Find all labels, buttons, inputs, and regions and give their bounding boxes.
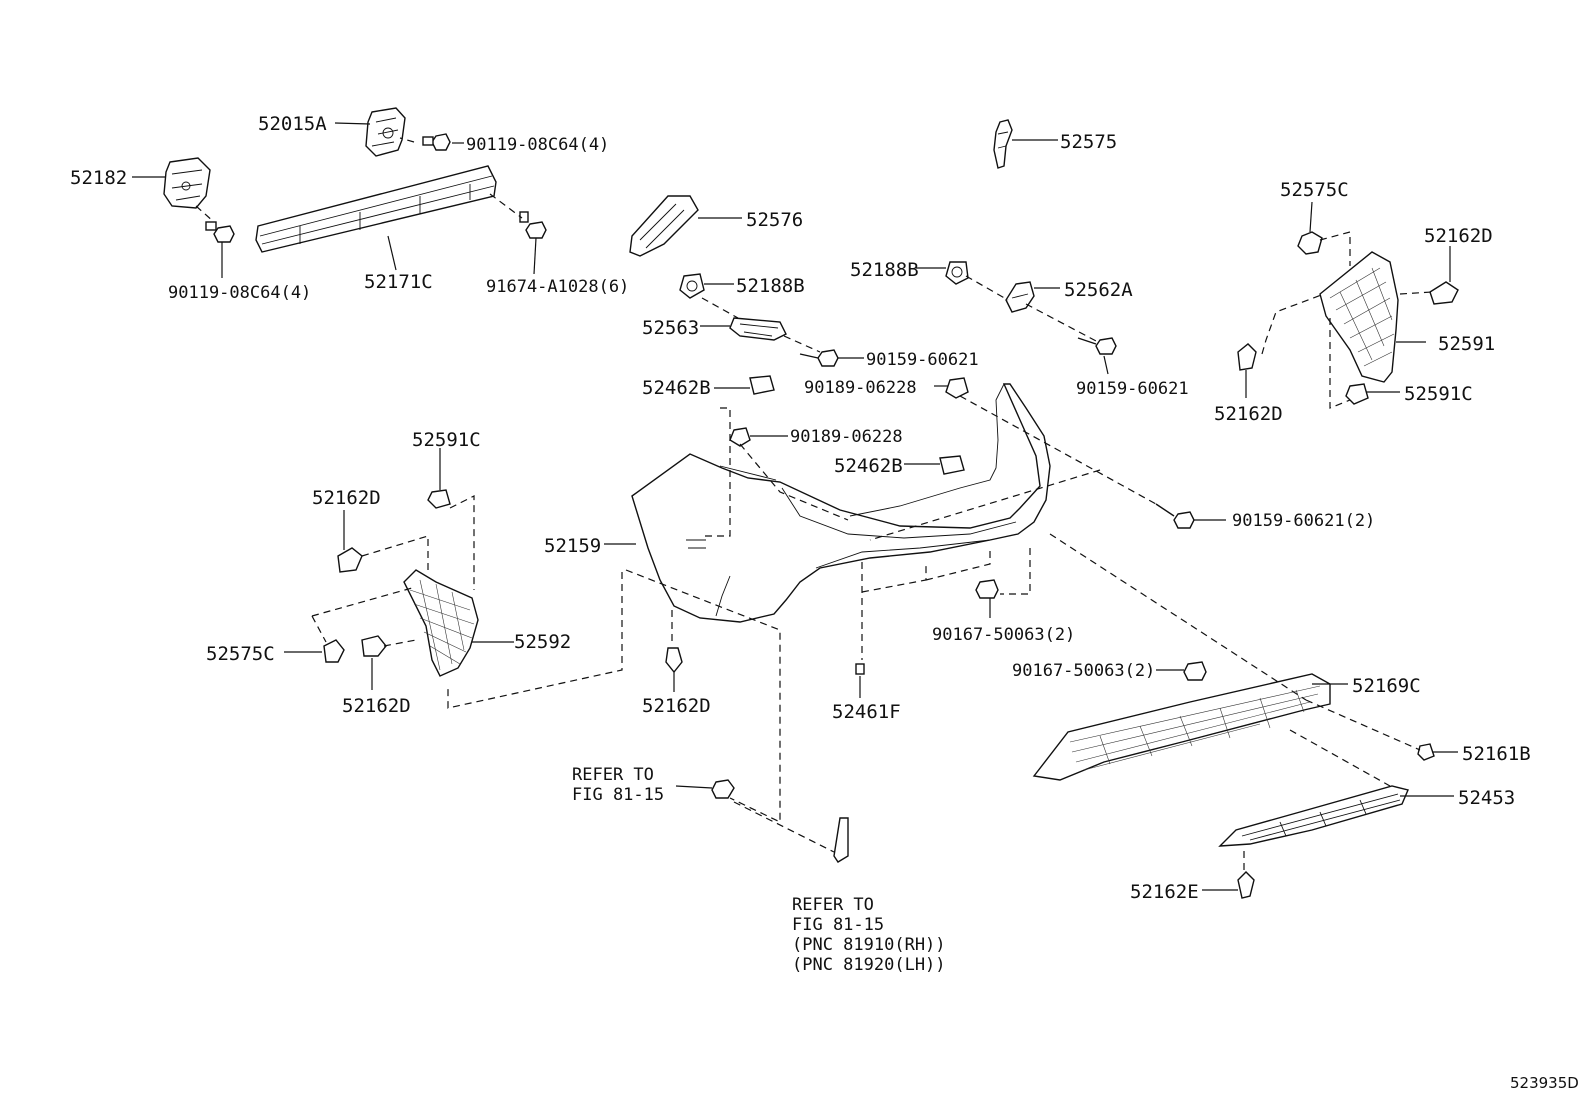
diagram-code: 523935D	[1510, 1074, 1579, 1092]
callout-52169C: 52169C	[1352, 675, 1421, 697]
callout-90119-top: 90119-08C64(4)	[466, 135, 609, 155]
callout-52162D-right1: 52162D	[1424, 225, 1493, 247]
callout-52171C: 52171C	[364, 271, 433, 293]
retainer-52591	[1319, 251, 1399, 383]
lower-cover-52453	[1218, 785, 1409, 847]
callout-52592: 52592	[514, 631, 571, 653]
refer-bottom-line1: REFER TO	[792, 895, 874, 915]
bumper-cover-52159	[631, 383, 1051, 623]
callout-52162D-center: 52162D	[642, 695, 711, 717]
reflector-part	[833, 817, 849, 863]
callout-52161B: 52161B	[1462, 743, 1531, 765]
clip-52162D-left1	[337, 547, 363, 573]
clip-52162E	[1237, 871, 1255, 899]
callout-52591C-left: 52591C	[412, 429, 481, 451]
callout-52563: 52563	[642, 317, 699, 339]
bracket-52182	[163, 157, 211, 209]
callout-52188B-left: 52188B	[736, 275, 805, 297]
callout-52162D-right2: 52162D	[1214, 403, 1283, 425]
callout-52188B-right: 52188B	[850, 259, 919, 281]
clip-52575C-right	[1297, 231, 1323, 255]
refer-bottom-line2: FIG 81-15	[792, 915, 884, 935]
clip-52161B	[1417, 743, 1435, 761]
clip-52162D-left2	[361, 635, 387, 657]
clip-52188B-left	[679, 273, 705, 299]
callout-52562A: 52562A	[1064, 279, 1133, 301]
callout-52575C-left: 52575C	[206, 643, 275, 665]
clip-90189-b	[729, 427, 751, 447]
callout-52182: 52182	[70, 167, 127, 189]
screw-90167-a	[975, 579, 999, 599]
callout-52575: 52575	[1060, 131, 1117, 153]
retainer-52576	[629, 195, 699, 257]
reinforcement-52171C	[255, 165, 497, 253]
callout-52575C-right: 52575C	[1280, 179, 1349, 201]
screw-90159-2	[1155, 503, 1195, 529]
clip-52188B-right	[945, 261, 969, 285]
clip-52575C-left	[323, 639, 345, 663]
retainer-52575	[993, 119, 1013, 169]
refer-left-line1: REFER TO	[572, 765, 654, 785]
pad-52462B-b	[939, 455, 965, 475]
refer-note-bottom: REFER TO FIG 81-15 (PNC 81910(RH)) (PNC …	[792, 895, 946, 975]
callout-52461F: 52461F	[832, 701, 901, 723]
bracket-52562A	[1005, 281, 1035, 313]
refer-bottom-line3: (PNC 81910(RH))	[792, 935, 946, 955]
clip-52162D-right2	[1237, 343, 1257, 371]
pad-52461F	[855, 663, 865, 675]
bolt-refer-fig	[711, 779, 735, 799]
bracket-52563	[729, 317, 787, 341]
clip-52162D-right1	[1429, 281, 1459, 305]
callout-52162D-left2: 52162D	[342, 695, 411, 717]
callout-90189-b: 90189-06228	[790, 427, 903, 447]
callout-52453: 52453	[1458, 787, 1515, 809]
callout-90167-a: 90167-50063(2)	[932, 625, 1075, 645]
nut-52591C-left	[427, 489, 451, 509]
nut-52591C-right	[1345, 383, 1369, 405]
bolt-90119-left	[205, 221, 235, 243]
callout-91674: 91674-A1028(6)	[486, 277, 629, 297]
bolt-90119-top	[422, 133, 451, 151]
refer-left-line2: FIG 81-15	[572, 785, 664, 805]
refer-bottom-line4: (PNC 81920(LH))	[792, 955, 946, 975]
callout-90159-b: 90159-60621	[1076, 379, 1189, 399]
callout-52591: 52591	[1438, 333, 1495, 355]
callout-90159-a: 90159-60621	[866, 350, 979, 370]
lower-cover-52169C	[1032, 673, 1331, 781]
callout-90119-left: 90119-08C64(4)	[168, 283, 311, 303]
clip-90189-a	[945, 377, 969, 399]
bolt-91674	[519, 211, 547, 239]
callout-52591C-right: 52591C	[1404, 383, 1473, 405]
callout-52015A: 52015A	[258, 113, 327, 135]
callout-52462B-a: 52462B	[642, 377, 711, 399]
bracket-52015A	[365, 107, 406, 157]
callout-90189-a: 90189-06228	[804, 378, 917, 398]
callout-52162D-left1: 52162D	[312, 487, 381, 509]
callout-52462B-b: 52462B	[834, 455, 903, 477]
refer-note-left: REFER TO FIG 81-15	[572, 765, 664, 805]
retainer-52592	[403, 569, 479, 677]
callout-52162E: 52162E	[1130, 881, 1199, 903]
callout-52576: 52576	[746, 209, 803, 231]
pad-52462B-a	[749, 375, 775, 395]
screw-90159-a	[799, 349, 839, 367]
screw-90167-b	[1183, 661, 1207, 681]
screw-90159-b	[1077, 337, 1117, 355]
assembly-dash-lines	[195, 137, 1433, 870]
callout-52159: 52159	[544, 535, 601, 557]
callout-labels: 52015A 90119-08C64(4) 52182 90119-08C64(…	[70, 113, 1531, 903]
clip-52162D-center	[665, 647, 683, 674]
callout-90159-2: 90159-60621(2)	[1232, 511, 1375, 531]
leader-lines	[132, 122, 1458, 891]
callout-90167-b: 90167-50063(2)	[1012, 661, 1155, 681]
